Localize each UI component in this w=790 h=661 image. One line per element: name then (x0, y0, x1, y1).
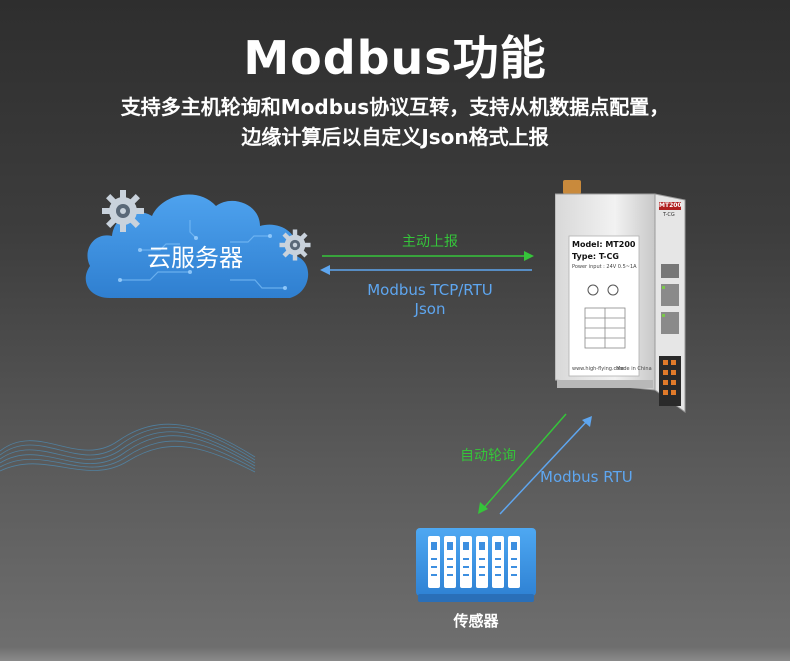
modbus-tcp-label: Modbus TCP/RTU Json (340, 281, 520, 319)
device-type-label: Type: T-CG (572, 252, 619, 261)
auto-poll-label: 自动轮询 (460, 448, 516, 464)
json-line: Json (414, 300, 446, 318)
sensor-label: 传感器 (453, 612, 499, 630)
arrow-head-up (582, 416, 592, 427)
gear-icon (279, 229, 311, 261)
modbus-rtu-label: Modbus RTU (540, 468, 633, 486)
subtitle-line-2: 边缘计算后以自定义Json格式上报 (241, 125, 549, 149)
arrow-head-down (478, 502, 488, 514)
device-power-label: Power input : 24V 0.5~1A (572, 264, 637, 270)
cloud-server-label: 云服务器 (147, 244, 243, 272)
gear-icon (102, 190, 144, 232)
report-label: 主动上报 (402, 234, 458, 250)
modbus-tcp-line: Modbus TCP/RTU (367, 281, 493, 299)
device-made-label: Made in China (616, 366, 652, 372)
arrow-head-right (524, 251, 534, 261)
wave-decoration (0, 423, 256, 473)
subtitle: 支持多主机轮询和Modbus协议互转，支持从机数据点配置， 边缘计算后以自定义J… (40, 92, 750, 152)
subtitle-line-1: 支持多主机轮询和Modbus协议互转，支持从机数据点配置， (120, 95, 670, 119)
arrow-head-left (320, 265, 330, 275)
bottom-band (0, 647, 790, 661)
device-site-label: www.high-flying.com (572, 366, 625, 372)
gateway-device (555, 180, 686, 413)
sensor-module-icon (416, 528, 536, 602)
rtu-arrow (499, 419, 589, 515)
device-sensor-arrows (478, 413, 592, 515)
device-model-label: Model: MT200 (572, 240, 636, 249)
poll-arrow (481, 413, 567, 511)
device-face-sub: T-CG (663, 212, 675, 218)
device-face-label: MT200 (659, 202, 682, 209)
page-title: Modbus功能 (243, 31, 547, 85)
cloud-device-arrows (320, 251, 534, 275)
cloud-icon (85, 194, 309, 298)
